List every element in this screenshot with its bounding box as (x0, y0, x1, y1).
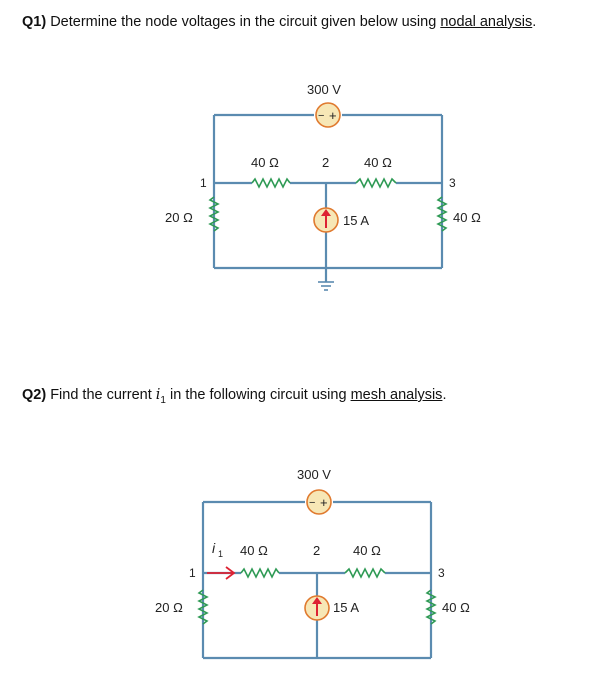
svg-text:40 Ω: 40 Ω (453, 210, 481, 225)
svg-text:40 Ω: 40 Ω (251, 155, 279, 170)
svg-text:2: 2 (322, 155, 329, 170)
svg-text:+: + (320, 495, 328, 510)
svg-text:40 Ω: 40 Ω (240, 543, 268, 558)
svg-text:15 A: 15 A (333, 600, 359, 615)
q1-method: nodal analysis (440, 14, 533, 30)
resistor-40-ohm-vertical (436, 196, 448, 232)
svg-text:1: 1 (200, 176, 207, 190)
current-variable: i (155, 387, 161, 403)
svg-text:15 A: 15 A (343, 213, 369, 228)
svg-text:3: 3 (449, 176, 456, 190)
svg-text:1: 1 (218, 549, 223, 559)
circuit-diagram-2: − + 300 V i 1 40 Ω 2 40 Ω 1 3 20 Ω 15 A … (155, 467, 470, 660)
svg-text:300 V: 300 V (297, 467, 331, 482)
svg-text:3: 3 (438, 566, 445, 580)
voltage-source (306, 489, 332, 515)
question-1: Q1) Determine the node voltages in the c… (22, 14, 537, 30)
voltage-source (315, 102, 341, 128)
resistor-20-ohm (197, 589, 209, 625)
q2-method: mesh analysis (350, 387, 443, 403)
svg-text:40 Ω: 40 Ω (364, 155, 392, 170)
svg-text:−: − (318, 110, 324, 122)
resistor-40-ohm-vertical (425, 589, 437, 625)
circuit-diagram-1: − + 300 V 40 Ω 2 40 Ω 1 3 20 Ω 15 A 40 Ω (165, 82, 481, 291)
resistor-40-ohm-right (355, 177, 397, 189)
q1-label: Q1) (22, 14, 47, 30)
resistor-40-ohm-right (344, 567, 386, 579)
svg-text:−: − (309, 497, 315, 509)
svg-text:2: 2 (313, 543, 320, 558)
svg-text:300 V: 300 V (307, 82, 341, 97)
svg-text:40 Ω: 40 Ω (353, 543, 381, 558)
q1-text: Determine the node voltages in the circu… (46, 14, 441, 30)
i1-label: i (212, 540, 216, 556)
q2-label: Q2) (22, 387, 47, 403)
resistor-40-ohm-left (240, 567, 280, 579)
resistor-20-ohm (208, 196, 220, 232)
svg-text:20 Ω: 20 Ω (155, 600, 183, 615)
svg-text:+: + (329, 108, 337, 123)
resistor-40-ohm-left (251, 177, 291, 189)
svg-text:40 Ω: 40 Ω (442, 600, 470, 615)
question-2: Q2) Find the current i1 in the following… (22, 387, 447, 406)
svg-text:20 Ω: 20 Ω (165, 210, 193, 225)
svg-text:1: 1 (189, 566, 196, 580)
